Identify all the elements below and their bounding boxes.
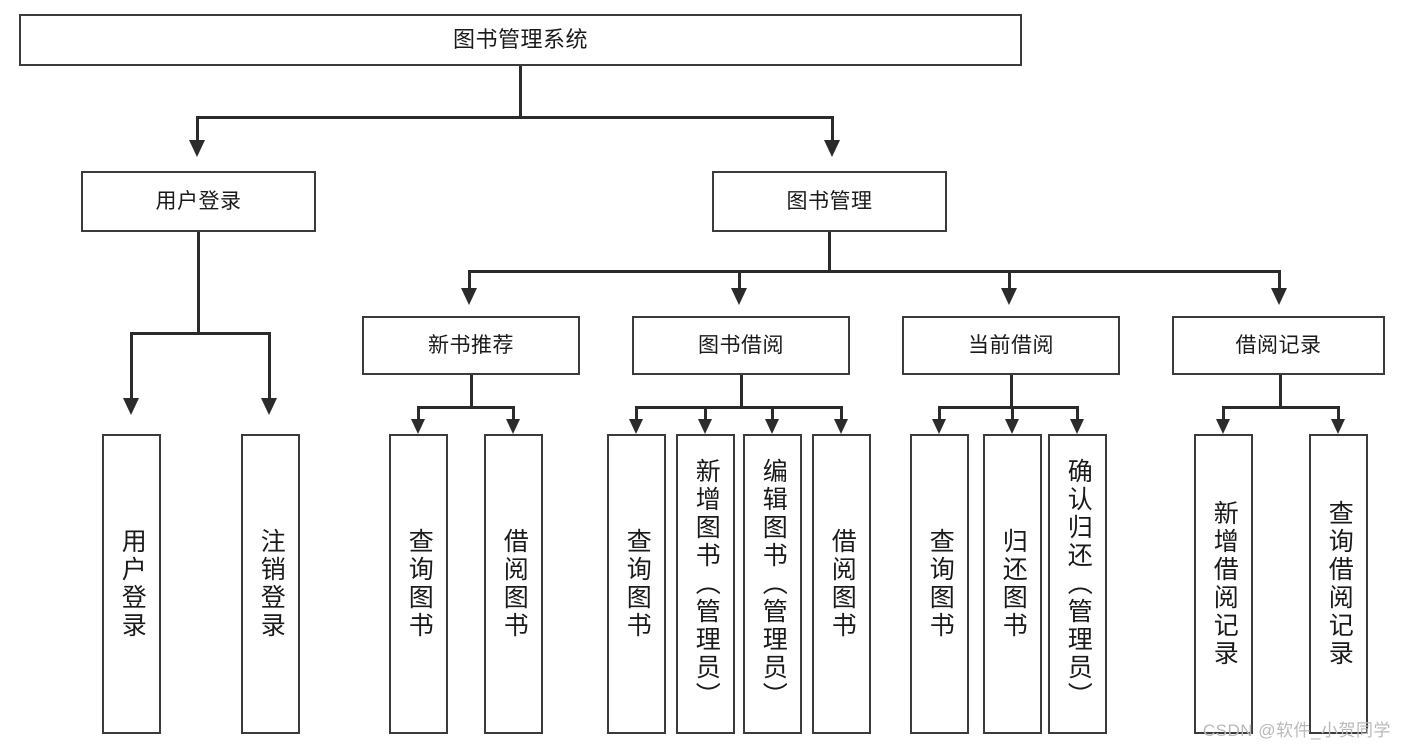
arrowhead-leaf-add-book — [698, 419, 712, 434]
node-leaf-query-book-1-label: 查询图书 — [405, 528, 434, 640]
edge-cb-child3 — [1076, 406, 1079, 422]
node-leaf-borrow-book-2[interactable]: 借阅图书 — [812, 434, 871, 734]
arrowhead-leaf-user-login — [123, 398, 139, 415]
node-book-management-label: 图书管理 — [786, 189, 873, 213]
node-leaf-borrow-book-2-label: 借阅图书 — [828, 528, 857, 640]
edge-cb-child2 — [1011, 406, 1014, 422]
edge-user-login-child1 — [130, 332, 133, 404]
arrowhead-leaf-query-record — [1331, 419, 1345, 434]
node-root-label: 图书管理系统 — [452, 26, 588, 52]
node-leaf-add-book-label: 新增图书（管理员） — [692, 458, 721, 710]
node-user-login-label: 用户登录 — [155, 189, 242, 213]
edge-new-book-recommend-bus — [417, 406, 514, 409]
edge-borrow-record-stem — [1279, 375, 1282, 408]
node-leaf-add-record-label: 新增借阅记录 — [1210, 500, 1239, 668]
node-leaf-borrow-book-1-label: 借阅图书 — [500, 528, 529, 640]
edge-br-child2 — [1337, 406, 1340, 422]
edge-user-login-bus — [130, 332, 270, 335]
arrowhead-leaf-edit-book — [765, 419, 779, 434]
edge-borrow-record-bus — [1222, 406, 1339, 409]
node-leaf-query-record[interactable]: 查询借阅记录 — [1309, 434, 1368, 734]
arrowhead-leaf-add-record — [1216, 419, 1230, 434]
node-book-borrow[interactable]: 图书借阅 — [632, 316, 850, 375]
node-leaf-query-book-3-label: 查询图书 — [926, 528, 955, 640]
edge-to-book-management — [831, 116, 834, 146]
edge-to-new-book-recommend — [468, 270, 471, 292]
edge-bb-child3 — [771, 406, 774, 422]
edge-to-current-borrow — [1008, 270, 1011, 292]
node-book-borrow-label: 图书借阅 — [698, 333, 784, 357]
arrowhead-borrow-record — [1271, 288, 1287, 305]
node-leaf-add-book[interactable]: 新增图书（管理员） — [676, 434, 735, 734]
node-borrow-record-label: 借阅记录 — [1235, 333, 1322, 357]
edge-nbr-child2 — [512, 406, 515, 422]
node-leaf-query-book-2-label: 查询图书 — [623, 528, 652, 640]
node-leaf-confirm-return-label: 确认归还（管理员） — [1064, 458, 1093, 710]
node-book-management[interactable]: 图书管理 — [712, 171, 947, 232]
edge-bb-child2 — [704, 406, 707, 422]
edge-book-management-stem — [828, 232, 831, 272]
node-leaf-edit-book-label: 编辑图书（管理员） — [759, 458, 788, 710]
edge-current-borrow-stem — [1010, 375, 1013, 408]
edge-user-login-child2 — [268, 332, 271, 404]
node-new-book-recommend-label: 新书推荐 — [428, 333, 514, 357]
arrowhead-leaf-query-book-2 — [629, 419, 643, 434]
node-leaf-return-book-label: 归还图书 — [999, 528, 1028, 640]
node-current-borrow[interactable]: 当前借阅 — [902, 316, 1120, 375]
node-user-login[interactable]: 用户登录 — [81, 171, 316, 232]
node-leaf-edit-book[interactable]: 编辑图书（管理员） — [743, 434, 802, 734]
arrowhead-leaf-query-book-3 — [932, 419, 946, 434]
edge-br-child1 — [1222, 406, 1225, 422]
edge-level3-bus — [468, 270, 1280, 273]
node-leaf-user-login-label: 用户登录 — [118, 528, 147, 640]
edge-user-login-stem — [197, 232, 200, 334]
arrowhead-book-management — [824, 140, 840, 157]
arrowhead-leaf-query-book-1 — [411, 419, 425, 434]
arrowhead-new-book-recommend — [461, 288, 477, 305]
arrowhead-book-borrow — [731, 288, 747, 305]
edge-to-book-borrow — [738, 270, 741, 292]
edge-book-borrow-stem — [740, 375, 743, 408]
arrowhead-leaf-logout — [261, 398, 277, 415]
node-leaf-query-book-3[interactable]: 查询图书 — [910, 434, 969, 734]
edge-book-borrow-bus — [635, 406, 842, 409]
arrowhead-leaf-return-book — [1005, 419, 1019, 434]
arrowhead-current-borrow — [1001, 288, 1017, 305]
node-leaf-query-record-label: 查询借阅记录 — [1325, 500, 1354, 668]
node-leaf-logout-label: 注销登录 — [257, 528, 286, 640]
edge-bb-child1 — [635, 406, 638, 422]
edge-new-book-recommend-stem — [470, 375, 473, 408]
edge-to-user-login — [196, 116, 199, 146]
node-leaf-query-book-1[interactable]: 查询图书 — [389, 434, 448, 734]
arrowhead-user-login — [189, 140, 205, 157]
edge-cb-child1 — [938, 406, 941, 422]
node-leaf-return-book[interactable]: 归还图书 — [983, 434, 1042, 734]
node-leaf-add-record[interactable]: 新增借阅记录 — [1194, 434, 1253, 734]
node-leaf-confirm-return[interactable]: 确认归还（管理员） — [1048, 434, 1107, 734]
edge-nbr-child1 — [417, 406, 420, 422]
node-leaf-borrow-book-1[interactable]: 借阅图书 — [484, 434, 543, 734]
node-leaf-user-login[interactable]: 用户登录 — [102, 434, 161, 734]
node-leaf-query-book-2[interactable]: 查询图书 — [607, 434, 666, 734]
node-leaf-logout[interactable]: 注销登录 — [241, 434, 300, 734]
arrowhead-leaf-borrow-book-2 — [834, 419, 848, 434]
arrowhead-leaf-confirm-return — [1070, 419, 1084, 434]
arrowhead-leaf-borrow-book-1 — [506, 419, 520, 434]
edge-level2-bus — [196, 116, 834, 119]
node-new-book-recommend[interactable]: 新书推荐 — [362, 316, 580, 375]
node-current-borrow-label: 当前借阅 — [968, 333, 1054, 357]
edge-bb-child4 — [840, 406, 843, 422]
edge-root-stem — [519, 66, 522, 118]
node-root[interactable]: 图书管理系统 — [19, 14, 1022, 66]
edge-to-borrow-record — [1278, 270, 1281, 292]
node-borrow-record[interactable]: 借阅记录 — [1172, 316, 1385, 375]
edge-current-borrow-bus — [938, 406, 1078, 409]
